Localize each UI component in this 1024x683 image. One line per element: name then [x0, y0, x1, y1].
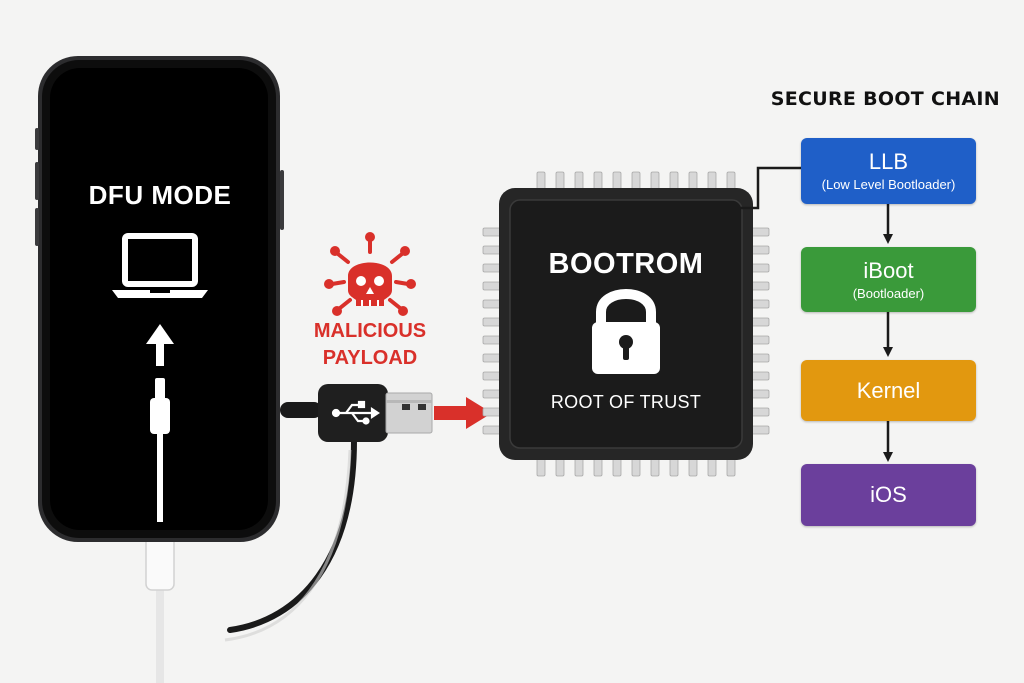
chip-pin-bottom	[593, 457, 603, 477]
chip-pin-left	[482, 299, 502, 309]
chip-pin-right	[750, 407, 770, 417]
usb-symbol-icon	[331, 400, 380, 425]
skull-virus-icon	[324, 232, 416, 316]
boot-stage-description: (Bootloader)	[852, 285, 925, 301]
payload-label-line1: MALICIOUS	[313, 320, 427, 342]
chip-pin-right	[750, 281, 770, 291]
usb-cable-shadow	[224, 449, 352, 642]
payload-label-line2: PAYLOAD	[322, 347, 418, 369]
chip-pin-left	[482, 353, 502, 363]
boot-stage-name: iOS	[870, 482, 907, 507]
chip-pin-bottom	[650, 457, 660, 477]
padlock-icon	[592, 289, 660, 374]
chip-pin-bottom	[707, 457, 717, 477]
chip-pin-top	[631, 171, 641, 191]
chip-pin-right	[750, 299, 770, 309]
up-arrow-icon	[146, 324, 174, 366]
boot-stage-name: iBoot	[863, 257, 914, 283]
chip-pins	[482, 171, 770, 477]
payload-arrow	[434, 397, 492, 429]
malicious-payload-label: MALICIOUS PAYLOAD	[300, 318, 440, 372]
laptop-icon	[112, 233, 208, 298]
chip-pin-bottom	[612, 457, 622, 477]
chip-pin-top	[726, 171, 736, 191]
chip-pin-top	[536, 171, 546, 191]
chip-pin-top	[555, 171, 565, 191]
usb-plug	[280, 384, 433, 442]
boot-stage-llb: LLB (Low Level Bootloader)	[801, 138, 976, 204]
chip-pin-right	[750, 371, 770, 381]
chip-pin-right	[750, 353, 770, 363]
iphone	[35, 56, 284, 542]
chip-pin-right	[750, 335, 770, 345]
dfu-mode-label: DFU MODE	[88, 180, 232, 210]
chip-pin-right	[750, 227, 770, 237]
chip-pin-bottom	[555, 457, 565, 477]
chip-pin-bottom	[574, 457, 584, 477]
chip-pin-right	[750, 425, 770, 435]
boot-stage-kernel: Kernel	[801, 360, 976, 421]
chip-pin-left	[482, 407, 502, 417]
boot-stage-ios: iOS	[801, 464, 976, 526]
chip-pin-bottom	[536, 457, 546, 477]
chip-pin-right	[750, 263, 770, 273]
chip-pin-left	[482, 227, 502, 237]
chip-pin-bottom	[669, 457, 679, 477]
secure-boot-chain-title: SECURE BOOT CHAIN	[770, 88, 1000, 110]
chip-pin-top	[707, 171, 717, 191]
chip-pin-left	[482, 317, 502, 327]
chip-pin-top	[688, 171, 698, 191]
chip-pin-bottom	[631, 457, 641, 477]
boot-stage-name: Kernel	[856, 377, 921, 403]
chip-pin-right	[750, 245, 770, 255]
boot-stage-description: (Low Level Bootloader)	[821, 177, 956, 192]
chip-pin-top	[574, 171, 584, 191]
chip-pin-top	[593, 171, 603, 191]
root-of-trust-label: ROOT OF TRUST	[550, 392, 702, 412]
chip-pin-right	[750, 317, 770, 327]
chip-pin-left	[482, 335, 502, 345]
lightning-connector-icon	[150, 378, 170, 522]
boot-stage-iboot: iBoot (Bootloader)	[801, 247, 976, 312]
chip-pin-left	[482, 281, 502, 291]
chip-pin-left	[482, 425, 502, 435]
chip-pin-bottom	[688, 457, 698, 477]
chip-pin-bottom	[726, 457, 736, 477]
chip-pin-left	[482, 371, 502, 381]
bootrom-title: BOOTROM	[548, 248, 704, 280]
chip-pin-right	[750, 389, 770, 399]
chip-pin-left	[482, 389, 502, 399]
chip-pin-left	[482, 245, 502, 255]
chip-pin-top	[612, 171, 622, 191]
chip-pin-left	[482, 263, 502, 273]
boot-stage-name: LLB	[868, 149, 909, 174]
chip-pin-top	[669, 171, 679, 191]
chip-to-llb-line	[740, 166, 801, 210]
chip-pin-top	[650, 171, 660, 191]
